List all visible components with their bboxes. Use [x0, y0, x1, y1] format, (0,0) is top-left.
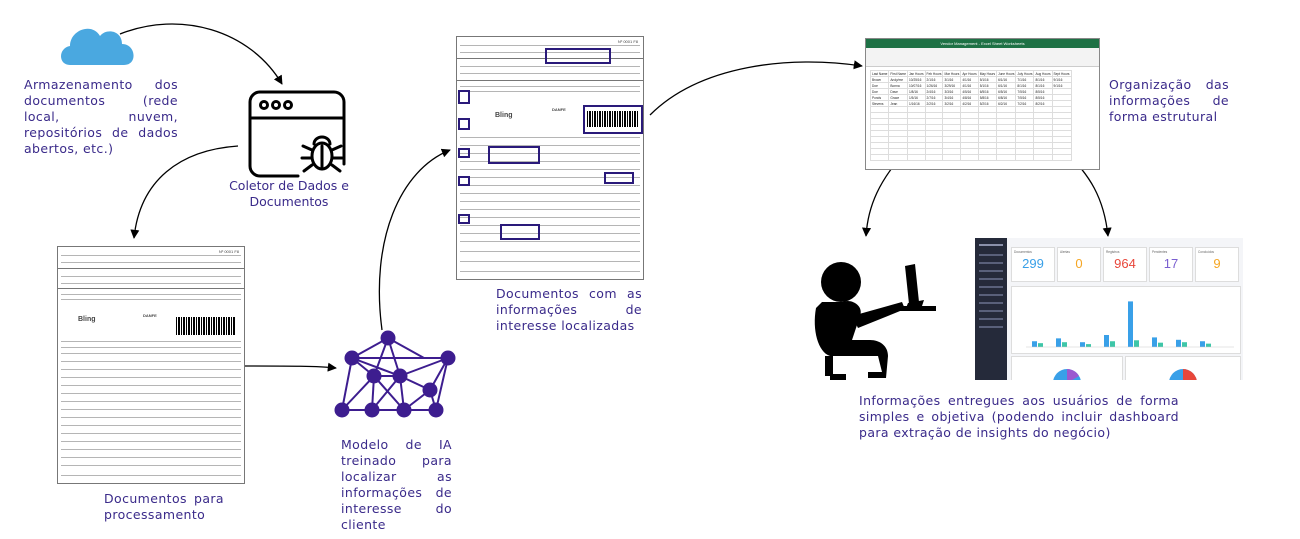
dashboard-bar [1032, 341, 1037, 347]
kpi-title: Pendentes [1152, 250, 1168, 254]
delivered-label: Informações entregues aos usuários de fo… [859, 393, 1179, 440]
dashboard-bar [1080, 342, 1085, 347]
highlight-box [583, 105, 643, 134]
organization-label: Organização das informações de forma est… [1109, 77, 1229, 124]
dashboard-bar [1110, 341, 1115, 347]
dashboard: Documentos 299 Alertas 0 Registros 964 Pendent… [975, 238, 1243, 380]
highlight-box [604, 172, 634, 184]
highlight-box [458, 214, 470, 224]
dashboard-bar [1152, 337, 1157, 347]
dashboard-sidebar [975, 238, 1007, 380]
spreadsheet-ribbon [866, 48, 1099, 67]
kpi-card: Registros 964 [1103, 247, 1147, 282]
kpi-value: 0 [1075, 256, 1083, 271]
person-at-computer-icon [814, 262, 936, 380]
doc-title: DANFE [552, 107, 566, 112]
dashboard-bar [1176, 339, 1181, 347]
ai-model-label: Modelo de IA treinado para localizar as … [341, 437, 452, 532]
barcode [587, 111, 639, 127]
doc-number: Nº 0001 F8 [218, 249, 239, 254]
pie-panel-right [1125, 356, 1241, 380]
kpi-card: Alertas 0 [1057, 247, 1101, 282]
kpi-title: Alertas [1060, 250, 1070, 254]
document-page-main: Bling DANFE [456, 80, 644, 280]
dashboard-bar [1200, 341, 1205, 347]
dashboard-bar [1128, 301, 1133, 347]
highlight-box [500, 224, 540, 240]
kpi-value: 964 [1114, 256, 1136, 271]
kpi-value: 17 [1163, 256, 1179, 271]
browser-bug-icon [248, 90, 346, 178]
dashboard-bar [1206, 343, 1211, 347]
storage-label: Armazenamento dos documentos (rede local… [24, 77, 178, 156]
bar-chart-panel [1011, 286, 1241, 354]
bar-chart [1026, 301, 1234, 348]
highlight-box [458, 90, 470, 104]
kpi-title: Documentos [1014, 250, 1032, 254]
dashboard-bar [1158, 342, 1163, 347]
arrow-located-to-sheet [649, 60, 863, 116]
dashboard-bar [1062, 342, 1067, 347]
doc-brand: Bling [495, 112, 513, 119]
cloud-icon [61, 28, 134, 65]
doc-brand: Bling [78, 316, 96, 323]
barcode [176, 317, 236, 335]
document-page: Nº 0001 F8 [456, 36, 644, 60]
kpi-value: 299 [1022, 256, 1044, 271]
document-page [57, 268, 245, 290]
highlight-box [458, 148, 470, 158]
highlight-box [458, 118, 470, 130]
kpi-title: Registros [1106, 250, 1120, 254]
document-page: Nº 0001 F8 [57, 246, 245, 270]
highlight-box [488, 146, 540, 164]
dashboard-bar [1134, 340, 1139, 347]
pie-panel-left [1011, 356, 1123, 380]
neural-network-icon [334, 330, 456, 418]
dashboard-bar [1086, 344, 1091, 347]
dashboard-bar [1056, 338, 1061, 347]
docs-located-label: Documentos com as informações de interes… [496, 286, 642, 333]
kpi-card: Documentos 299 [1011, 247, 1055, 282]
arrow-storage-to-collector [119, 23, 283, 85]
dashboard-bar [1182, 342, 1187, 347]
kpi-card: Concluídos 9 [1195, 247, 1239, 282]
collector-label: Coletor de Dados e Documentos [229, 178, 349, 209]
arrow-collector-to-docs [130, 145, 239, 239]
docs-processing-label: Documentos para processamento [104, 491, 224, 522]
arrow-docs-to-model [243, 362, 337, 372]
spreadsheet-title: Vendor Management - Excel Sheet Workshee… [866, 39, 1099, 48]
spreadsheet-window: Vendor Management - Excel Sheet Workshee… [865, 38, 1100, 170]
dashboard-bar [1038, 343, 1043, 347]
dashboard-bar [1104, 335, 1109, 347]
document-page-main: Bling DANFE [57, 288, 245, 484]
kpi-card: Pendentes 17 [1149, 247, 1193, 282]
highlight-box [458, 176, 470, 186]
kpi-value: 9 [1213, 256, 1221, 271]
arrow-model-to-located [378, 148, 451, 331]
kpi-title: Concluídos [1198, 250, 1214, 254]
highlight-box [545, 48, 611, 64]
doc-number: Nº 0001 F8 [617, 39, 638, 44]
doc-title: DANFE [143, 313, 157, 318]
